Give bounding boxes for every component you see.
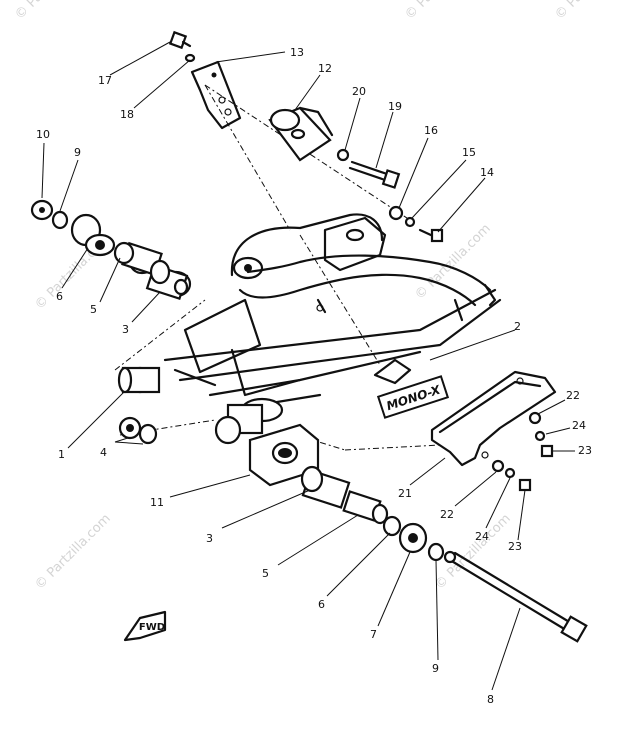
callout-15: 15	[462, 146, 476, 159]
callout-numbers: 17 18 13 12 20 19 16 15 14 10 9 6 5 3 1 …	[36, 46, 592, 706]
rear-collar	[248, 423, 320, 487]
callout-24a: 24	[572, 419, 586, 432]
callout-7: 7	[370, 628, 377, 641]
callout-6b: 6	[318, 598, 325, 611]
callout-22a: 22	[566, 389, 580, 402]
front-arrow-label: FWD	[139, 622, 165, 633]
callout-19: 19	[388, 100, 402, 113]
callout-18: 18	[120, 108, 134, 121]
swing-arm-frame: MONO-X	[117, 213, 502, 445]
callout-21: 21	[398, 487, 412, 500]
upper-hardware	[168, 30, 444, 243]
callout-10: 10	[36, 128, 50, 141]
callout-22b: 22	[440, 508, 454, 521]
seals	[118, 416, 158, 445]
callout-3a: 3	[122, 323, 129, 336]
lower-hardware	[300, 465, 588, 643]
leader-lines	[41, 41, 575, 691]
callout-5b: 5	[262, 567, 269, 580]
watermarks: © Partzilla.com © Partzilla.com © Partzi…	[12, 0, 628, 593]
callout-24b: 24	[475, 530, 489, 543]
callout-14: 14	[480, 166, 494, 179]
callout-11: 11	[150, 496, 164, 509]
callout-8: 8	[487, 693, 494, 706]
callout-23b: 23	[508, 540, 522, 553]
callout-17: 17	[98, 74, 112, 87]
link-bushing	[268, 106, 334, 162]
watermark-3: © Partzilla.com	[402, 0, 484, 23]
watermark-2: © Partzilla.com	[32, 511, 114, 593]
front-arrow: FWD	[123, 610, 167, 642]
callout-2: 2	[514, 320, 521, 333]
callout-16: 16	[424, 124, 438, 137]
callout-5a: 5	[90, 303, 97, 316]
callout-23a: 23	[578, 444, 592, 457]
watermark-5: © Partzilla.com	[12, 0, 94, 23]
upper-bracket	[190, 60, 242, 130]
callout-1: 1	[58, 448, 65, 461]
chain-guard	[430, 370, 557, 492]
callout-4: 4	[100, 446, 107, 459]
callout-12: 12	[318, 62, 332, 75]
callout-6a: 6	[56, 290, 63, 303]
callout-20: 20	[352, 85, 366, 98]
callout-9b: 9	[432, 662, 439, 675]
callout-9a: 9	[74, 146, 81, 159]
watermark-4: © Partzilla.com	[552, 0, 628, 23]
callout-3b: 3	[206, 532, 213, 545]
callout-13: 13	[290, 46, 304, 59]
